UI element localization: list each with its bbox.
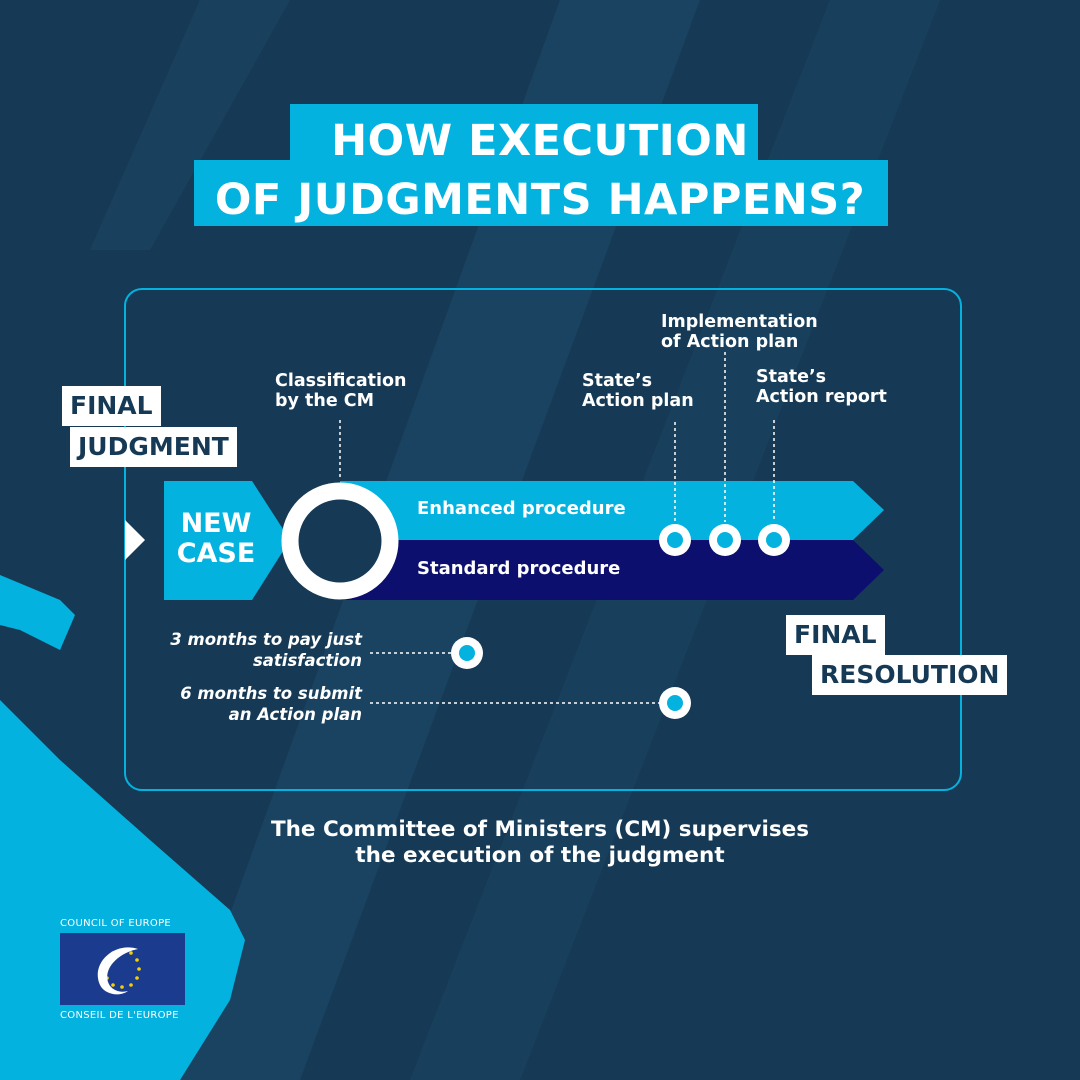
final-judgment-label-line2: JUDGMENT [70, 427, 237, 467]
milestone-dot-action-plan [659, 524, 691, 556]
footer-caption: The Committee of Ministers (CM) supervis… [270, 817, 810, 868]
final-resolution-label-line1: FINAL [786, 615, 885, 655]
deadline-dot-3-months [451, 637, 483, 669]
classification-ring [281, 482, 399, 600]
final-resolution-label-line2: RESOLUTION [812, 655, 1008, 695]
state-action-report-label: State’s Action report [756, 367, 887, 407]
eu-stars-icon [97, 947, 141, 995]
standard-procedure-label: Standard procedure [417, 558, 621, 579]
title-highlight-bottom [194, 160, 888, 226]
milestone-dot-implementation [709, 524, 741, 556]
state-action-plan-label: State’s Action plan [582, 371, 694, 411]
new-case-label: NEW CASE [176, 508, 256, 569]
six-months-label: 6 months to submit an Action plan [180, 684, 362, 724]
logo-text-top: COUNCIL OF EUROPE [60, 918, 172, 929]
deadline-dot-6-months [659, 687, 691, 719]
page-title: HOW EXECUTION OF JUDGMENTS HAPPENS? [214, 116, 866, 225]
new-case-chevron [164, 481, 290, 600]
implementation-label: Implementation of Action plan [661, 312, 818, 352]
three-months-label: 3 months to pay just satisfaction [170, 630, 362, 670]
milestone-dot-action-report [758, 524, 790, 556]
title-highlight-top [290, 104, 758, 170]
standard-procedure-band [340, 540, 884, 600]
enhanced-procedure-label: Enhanced procedure [417, 498, 626, 519]
classification-label: Classification by the CM [275, 371, 407, 411]
council-of-europe-logo [60, 933, 185, 1005]
start-arrow-icon [125, 520, 145, 560]
final-judgment-label-line1: FINAL [62, 386, 161, 426]
logo-text-bottom: CONSEIL DE L'EUROPE [60, 1010, 179, 1021]
enhanced-procedure-band [340, 481, 884, 540]
